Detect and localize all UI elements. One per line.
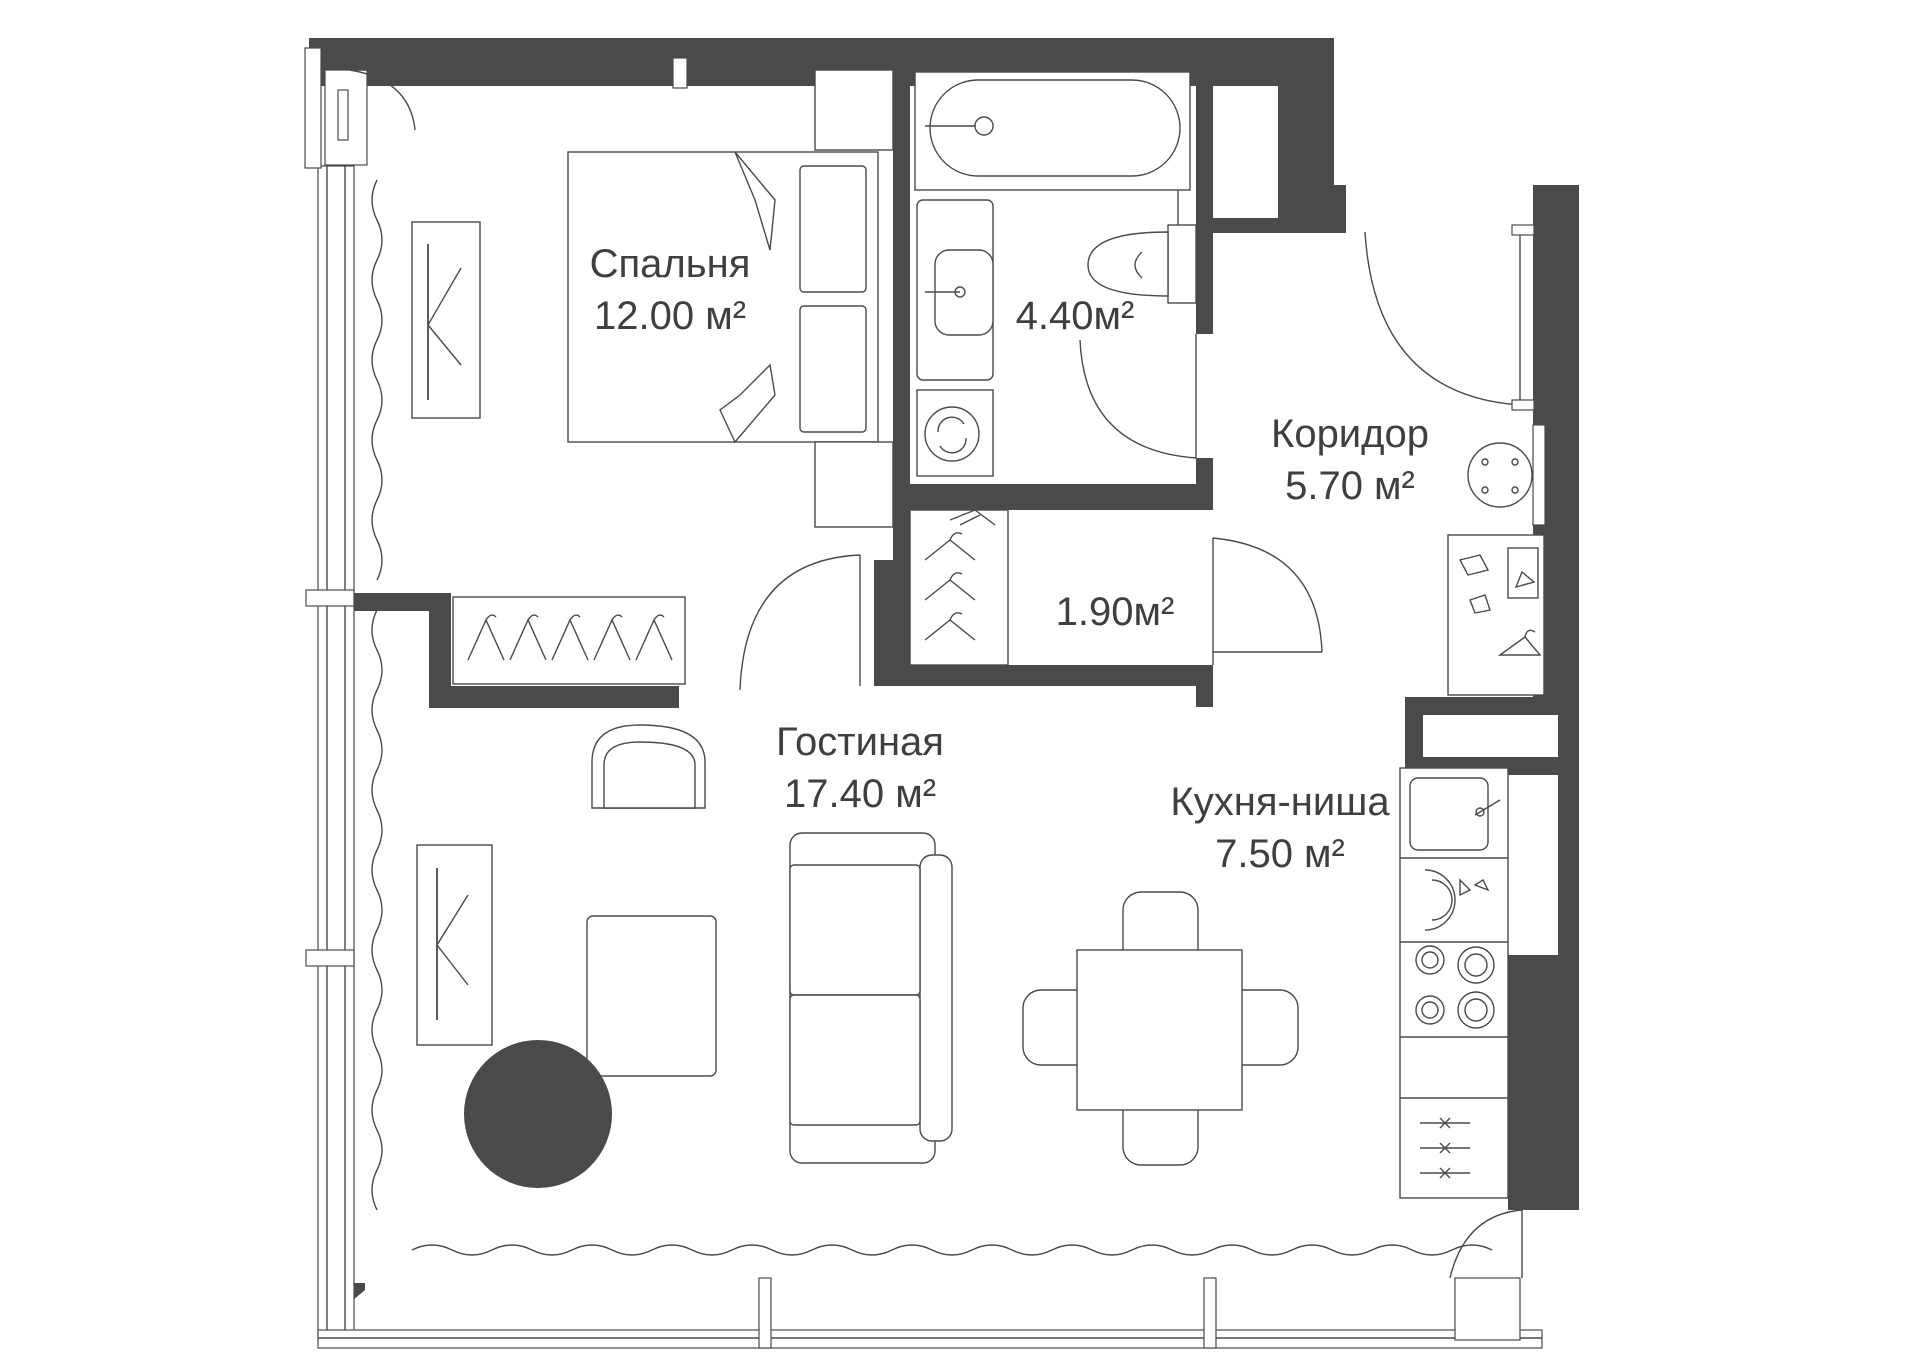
room-label-bathroom: 4.40м² [995, 290, 1155, 342]
room-label-bedroom: Спальня 12.00 м² [580, 238, 760, 342]
room-label-closet: 1.90м² [1040, 586, 1190, 638]
room-label-kitchen: Кухня-ниша 7.50 м² [1160, 776, 1400, 880]
wardrobe-hanger-icon [909, 509, 1009, 666]
room-area: 12.00 м² [593, 294, 747, 338]
round-table-icon [1467, 424, 1546, 526]
washing-machine-icon [916, 389, 994, 477]
desk [411, 221, 481, 419]
sofa-icon [789, 832, 953, 1164]
room-area: 1.90м² [1055, 590, 1175, 634]
nightstand [814, 441, 894, 528]
dishwasher [1420, 1117, 1470, 1179]
coffee-table [586, 915, 717, 1077]
kitchen-sink-icon [1409, 777, 1501, 851]
oven [1424, 869, 1490, 931]
stove-icon [1415, 945, 1495, 1029]
bed-icon [567, 151, 879, 444]
nightstand [814, 69, 894, 151]
room-label-living: Гостиная 17.40 м² [760, 716, 960, 820]
desk [416, 844, 493, 1046]
dining-table-icon [1022, 891, 1299, 1166]
door-icon [1079, 334, 1197, 459]
curtain-icon [371, 179, 1493, 1256]
room-area: 17.40 м² [783, 772, 937, 816]
windows [304, 47, 1543, 1349]
room-area: 7.50 м² [1215, 832, 1345, 876]
toilet-icon [1087, 224, 1197, 304]
door-icon [1212, 537, 1323, 665]
door-icon [739, 554, 861, 691]
room-name: Коридор [1271, 412, 1429, 456]
door-icon [1364, 224, 1535, 411]
round-rug [464, 1040, 612, 1188]
wardrobe-hanger-icon [452, 596, 686, 685]
room-name: Гостиная [776, 720, 944, 764]
room-area: 5.70 м² [1285, 464, 1415, 508]
room-label-corridor: Коридор 5.70 м² [1250, 408, 1450, 512]
bathtub-icon [914, 71, 1191, 191]
armchair-icon [591, 724, 706, 809]
room-name: Кухня-ниша [1170, 780, 1390, 824]
sink-icon [916, 199, 994, 381]
room-area: 4.40м² [1015, 294, 1135, 338]
door-icon [1449, 1209, 1523, 1279]
room-name: Спальня [589, 242, 751, 286]
shoe-cabinet [1447, 534, 1545, 696]
